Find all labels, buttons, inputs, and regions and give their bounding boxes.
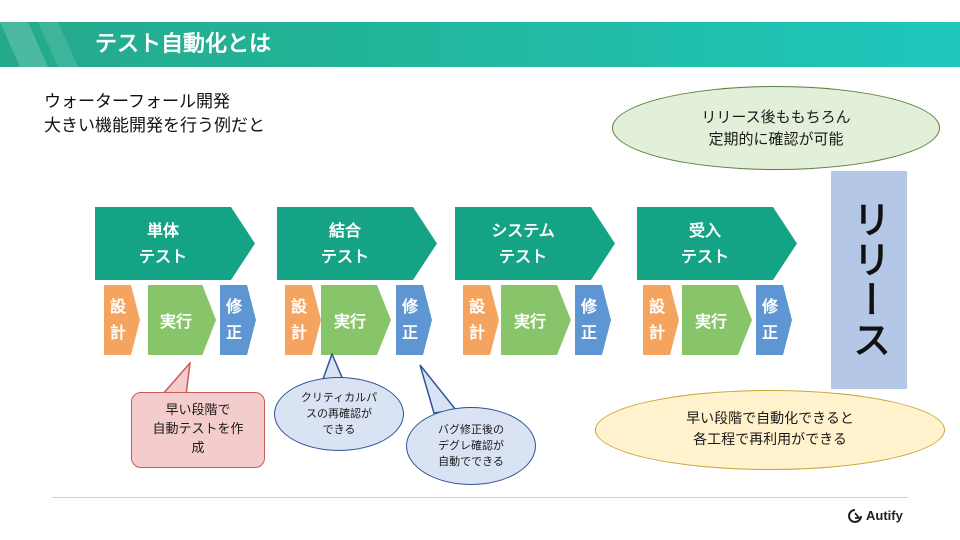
step-text: 設 (109, 297, 126, 316)
callout-bubble-early-automation: 早い段階で 自動テストを作 成 (131, 392, 265, 468)
bubble-blue2-line-3: 自動でできる (438, 455, 504, 468)
step-design: 設 計 (285, 285, 321, 355)
step-text: 実行 (159, 312, 192, 331)
phase-label: テスト (138, 246, 187, 266)
release-box: リリース (831, 171, 907, 389)
phase-acceptance-test: 受入 テスト (637, 207, 797, 280)
step-text: 実行 (333, 312, 366, 331)
callout-top-line-2: 定期的に確認が可能 (708, 130, 844, 148)
step-text: 実行 (513, 312, 546, 331)
header-bar: テスト自動化とは (0, 22, 960, 67)
step-execute: 実行 (501, 285, 571, 355)
step-text: 修 (401, 297, 418, 316)
bubble-blue2-tail (419, 364, 458, 414)
step-text: 正 (761, 323, 778, 342)
step-text: 計 (468, 323, 485, 342)
step-design: 設 計 (104, 285, 140, 355)
step-fix: 修 正 (396, 285, 432, 355)
intro-line-2: 大きい機能開発を行う例だと (44, 116, 265, 136)
footer-divider (52, 497, 908, 498)
step-text: 正 (580, 323, 597, 342)
callout-ellipse-after-release: リリース後ももちろん 定期的に確認が可能 (612, 86, 940, 170)
step-fix: 修 正 (220, 285, 256, 355)
step-text: 実行 (694, 312, 727, 331)
step-design: 設 計 (643, 285, 679, 355)
step-execute: 実行 (682, 285, 752, 355)
intro-line-1: ウォーターフォール開発 (44, 92, 230, 112)
phase-label: 受入 (688, 220, 721, 240)
step-text: 修 (761, 297, 778, 316)
callout-bubble-critical-path: クリティカルパ スの再確認が できる (274, 377, 404, 451)
step-text: 修 (580, 297, 597, 316)
phase-label: 単体 (146, 220, 179, 240)
step-text: 正 (225, 323, 242, 342)
bubble-blue1-line-3: できる (322, 423, 356, 436)
phase-label: システム (491, 220, 555, 240)
phase-integration-test: 結合 テスト (277, 207, 437, 280)
callout-ellipse-reuse: 早い段階で自動化できると 各工程で再利用ができる (595, 390, 945, 470)
step-text: 正 (401, 323, 418, 342)
step-text: 計 (290, 323, 307, 342)
release-label: リリース (846, 200, 891, 360)
bubble-blue1-line-1: クリティカルパ (300, 391, 378, 404)
callout-bubble-regression-check: バグ修正後の デグレ確認が 自動でできる (406, 407, 536, 485)
intro-text: ウォーターフォール開発 大きい機能開発を行う例だと (44, 90, 265, 138)
callout-bottom-line-2: 各工程で再利用ができる (693, 432, 847, 448)
step-text: 設 (648, 297, 665, 316)
step-text: 修 (225, 297, 242, 316)
autify-logo: Autify (848, 508, 903, 523)
phase-label: テスト (498, 246, 547, 266)
step-execute: 実行 (148, 285, 216, 355)
bubble-red-line-2: 自動テストを作 (152, 422, 244, 437)
bubble-blue1-line-2: スの再確認が (306, 407, 372, 420)
step-fix: 修 正 (756, 285, 792, 355)
step-text: 計 (648, 323, 665, 342)
callout-bottom-line-1: 早い段階で自動化できると (686, 411, 854, 427)
phase-system-test: システム テスト (455, 207, 615, 280)
page-title: テスト自動化とは (95, 32, 272, 57)
phase-unit-test: 単体 テスト (95, 207, 255, 280)
header-chevron-decoration (0, 22, 78, 67)
bubble-red-line-1: 早い段階で (165, 403, 231, 418)
autify-logo-icon (848, 508, 862, 523)
bubble-blue2-line-2: デグレ確認が (438, 439, 504, 452)
step-text: 計 (109, 323, 126, 342)
phase-label: 結合 (328, 220, 361, 240)
phase-label: テスト (680, 246, 729, 266)
step-design: 設 計 (463, 285, 499, 355)
step-execute: 実行 (321, 285, 391, 355)
bubble-blue2-line-1: バグ修正後の (438, 423, 504, 436)
autify-logo-text: Autify (866, 508, 903, 523)
phase-label: テスト (320, 246, 369, 266)
bubble-red-line-3: 成 (191, 441, 205, 456)
step-text: 設 (290, 297, 307, 316)
callout-top-line-1: リリース後ももちろん (701, 108, 851, 126)
bubble-red-tail (160, 362, 191, 396)
step-text: 設 (468, 297, 485, 316)
step-fix: 修 正 (575, 285, 611, 355)
